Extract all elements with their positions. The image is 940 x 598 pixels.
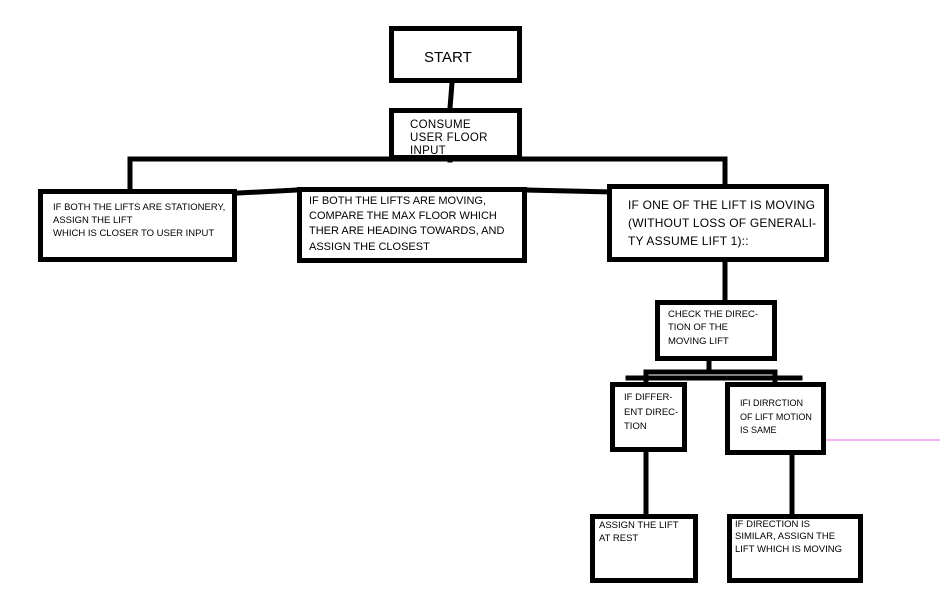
both-moving-label: IF BOTH THE LIFTS ARE MOVING, COMPARE TH… (309, 195, 505, 253)
assign-moving-lift-label: IF DIRECTION IS SIMILAR, ASSIGN THE LIFT… (735, 519, 842, 555)
connector-diagonal-moving (524, 187, 613, 195)
different-direction-label: IF DIFFER- ENT DIREC- TION (624, 392, 679, 433)
check-direction-node: CHECK THE DIREC- TION OF THE MOVING LIFT (655, 300, 777, 361)
assign-moving-lift-node: IF DIRECTION IS SIMILAR, ASSIGN THE LIFT… (727, 514, 863, 583)
one-moving-node: IF ONE OF THE LIFT IS MOVING (WITHOUT LO… (607, 184, 829, 262)
assign-lift-at-rest-node: ASSIGN THE LIFT AT REST (590, 514, 698, 583)
both-stationary-node: IF BOTH THE LIFTS ARE STATIONERY, ASSIGN… (38, 189, 237, 262)
start-label: START (424, 49, 472, 66)
consume-input-node: CONSUME USER FLOOR INPUT (389, 108, 522, 160)
same-direction-label: IFI DIRRCTION OF LIFT MOTION IS SAME (740, 398, 812, 435)
consume-input-label: CONSUME USER FLOOR INPUT (410, 119, 488, 158)
both-moving-node: IF BOTH THE LIFTS ARE MOVING, COMPARE TH… (297, 187, 527, 263)
check-direction-label: CHECK THE DIREC- TION OF THE MOVING LIFT (668, 309, 759, 347)
connector-start-consume (447, 80, 455, 111)
assign-lift-at-rest-label: ASSIGN THE LIFT AT REST (599, 520, 679, 545)
one-moving-label: IF ONE OF THE LIFT IS MOVING (WITHOUT LO… (628, 198, 817, 248)
both-stationary-label: IF BOTH THE LIFTS ARE STATIONERY, ASSIGN… (53, 202, 226, 239)
start-node: START (389, 26, 522, 83)
different-direction-node: IF DIFFER- ENT DIREC- TION (610, 382, 687, 452)
same-direction-node: IFI DIRRCTION OF LIFT MOTION IS SAME (725, 382, 826, 455)
